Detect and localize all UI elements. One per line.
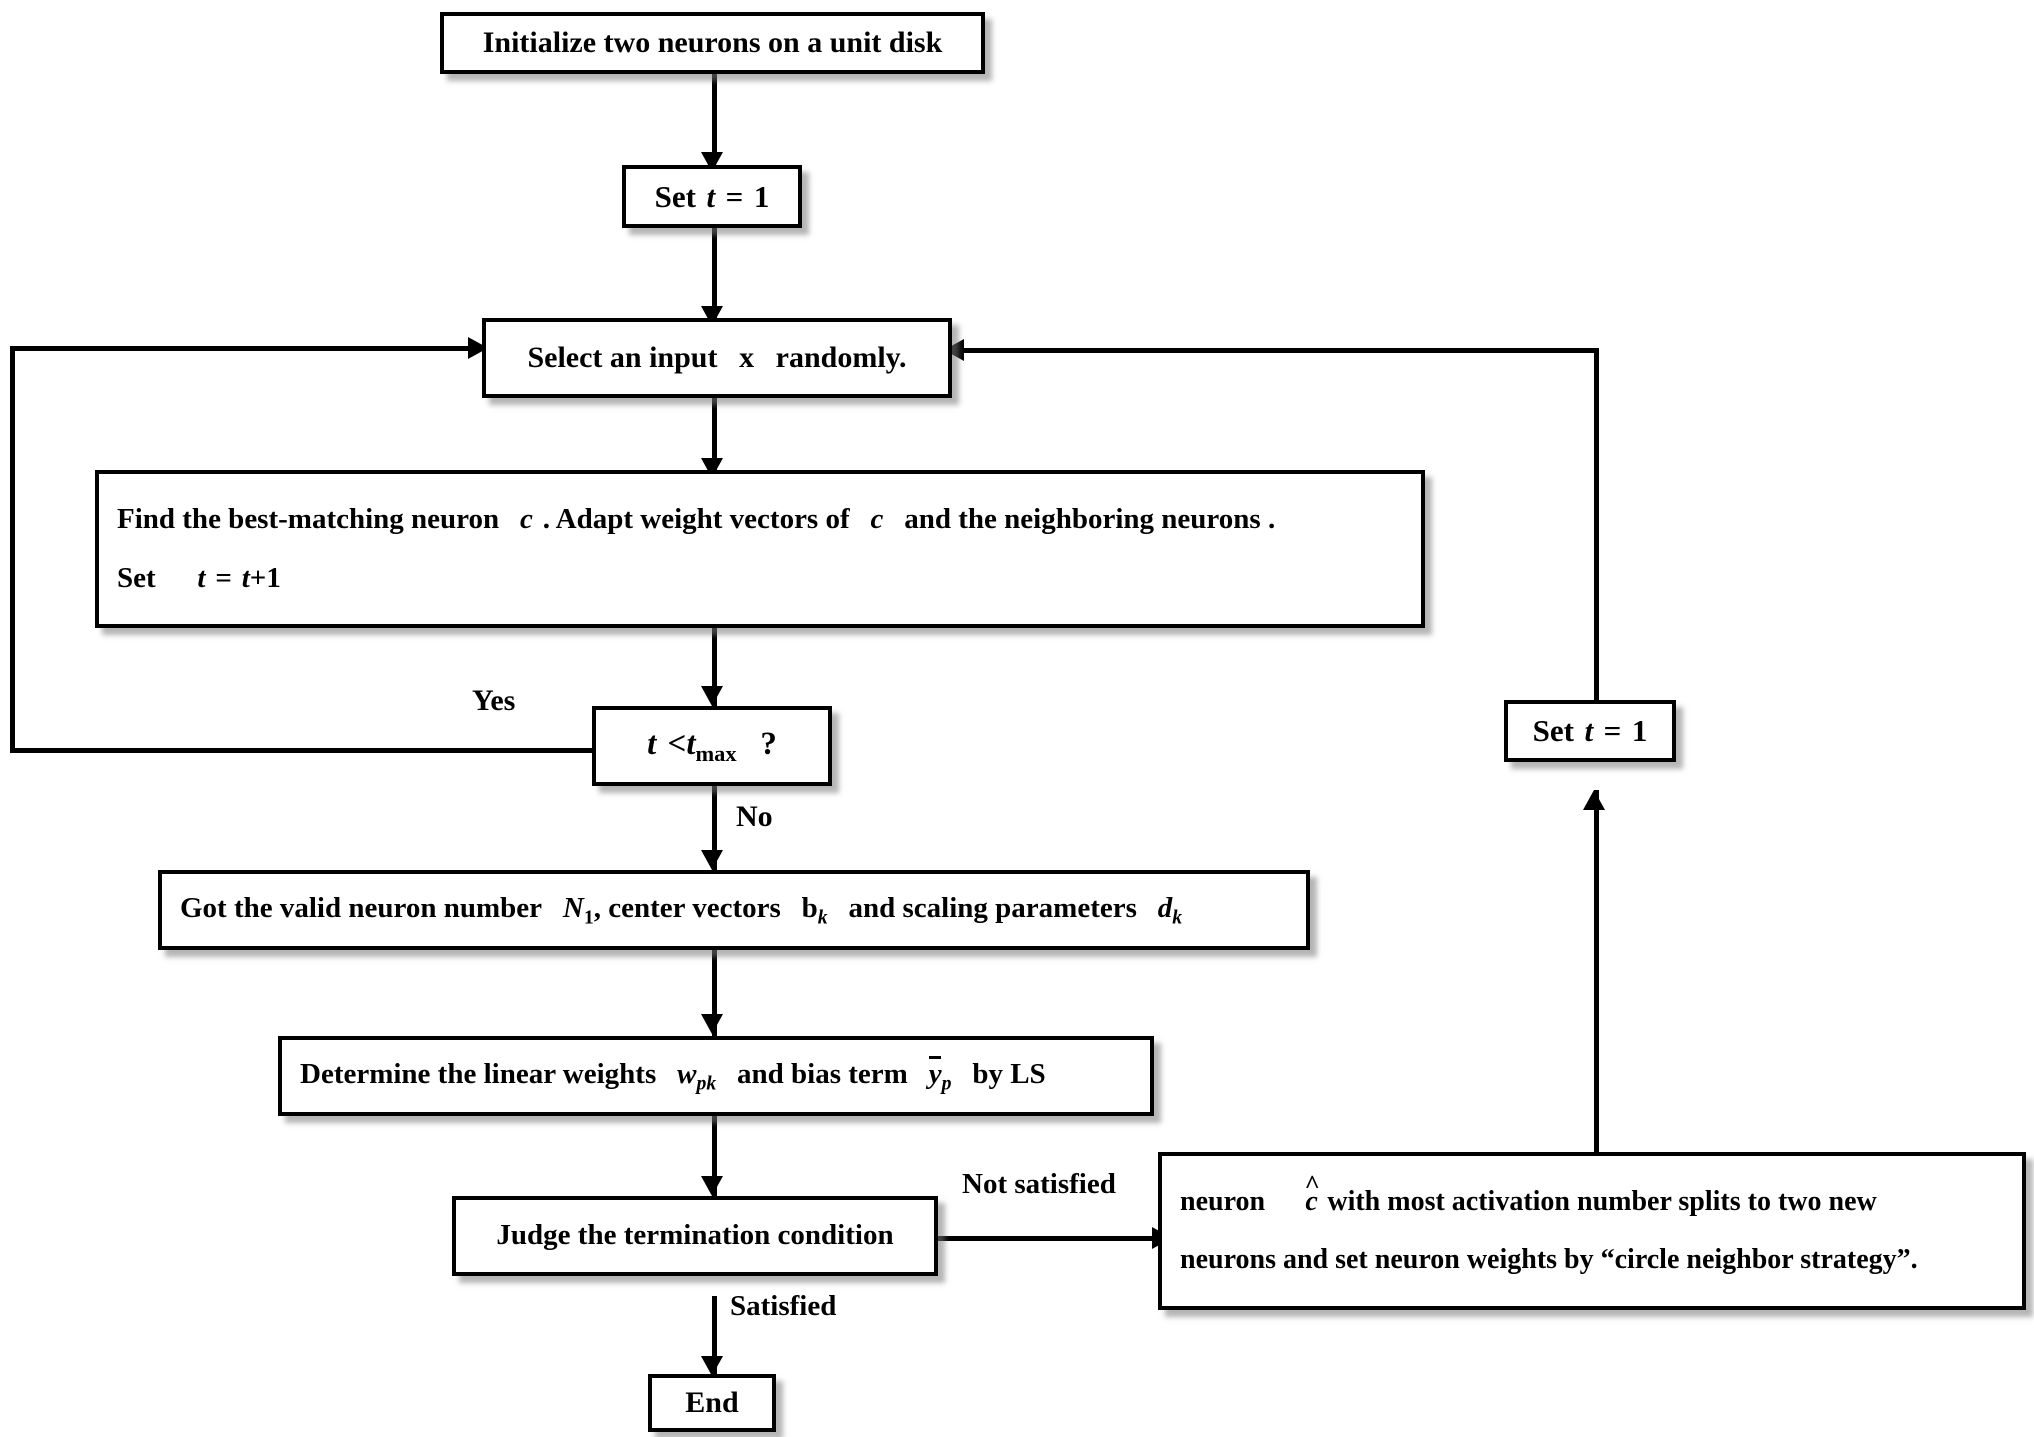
connector-satisfied-to-end <box>712 1296 717 1376</box>
node-neuron-split[interactable]: neuroncwith most activation number split… <box>1158 1152 2026 1310</box>
node-judge-label: Judge the termination condition <box>496 1219 894 1252</box>
node-split-line1: neuroncwith most activation number split… <box>1180 1186 2004 1218</box>
arrowhead-findbmu-to-decision <box>701 686 723 706</box>
connector-findbmu-to-decision <box>712 628 717 708</box>
connector-notsatisfied <box>938 1236 1174 1241</box>
edge-label-yes: Yes <box>472 684 516 717</box>
node-initialize-label: Initialize two neurons on a unit disk <box>482 25 943 59</box>
connector-setright-vertical <box>1594 348 1599 702</box>
connector-init-to-set-t1 <box>712 74 717 158</box>
connector-no-to-gotvalid <box>712 786 717 872</box>
connector-determine-to-judge <box>712 1116 717 1198</box>
arrowhead-no-to-gotvalid <box>701 850 723 870</box>
arrowhead-gotvalid-to-determine <box>701 1014 723 1034</box>
connector-select-to-findbmu <box>712 398 717 480</box>
node-decision-t-less-tmax[interactable]: t<tmax? <box>592 706 832 786</box>
edge-label-no: No <box>736 800 773 833</box>
connector-setright-horizontal <box>952 348 1599 353</box>
connector-yes-vertical <box>10 346 15 753</box>
connector-split-to-setright <box>1594 790 1599 1158</box>
arrowhead-satisfied-to-end <box>701 1356 723 1376</box>
node-end[interactable]: End <box>648 1374 776 1432</box>
node-judge-termination[interactable]: Judge the termination condition <box>452 1196 938 1276</box>
connector-gotvalid-to-determine <box>712 950 717 1036</box>
node-end-label: End <box>685 1385 739 1419</box>
node-decision-label: t<tmax? <box>647 725 777 766</box>
edge-label-not-satisfied: Not satisfied <box>962 1168 1116 1200</box>
arrowhead-split-to-setright <box>1583 790 1605 810</box>
connector-set-t1-to-select <box>712 228 717 324</box>
connector-yes-horizontal <box>10 748 595 753</box>
node-split-line2: neurons and set neuron weights by “circl… <box>1180 1244 1918 1275</box>
node-initialize[interactable]: Initialize two neurons on a unit disk <box>440 12 985 74</box>
edge-label-satisfied: Satisfied <box>730 1290 837 1322</box>
connector-yes-return <box>10 346 476 351</box>
arrowhead-determine-to-judge <box>701 1176 723 1196</box>
